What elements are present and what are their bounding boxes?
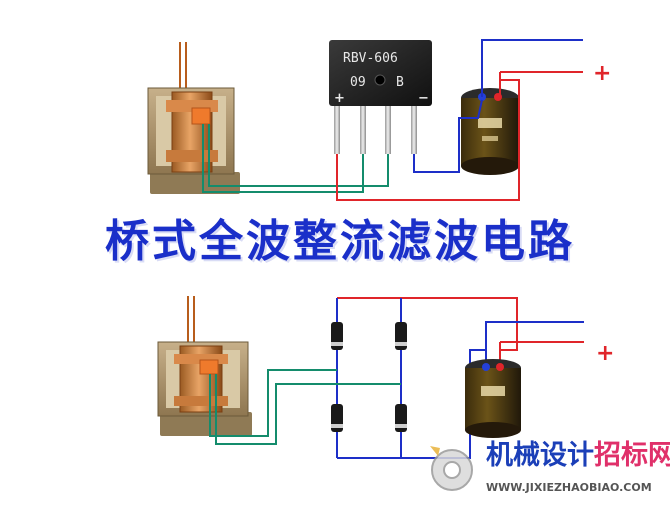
bridge-pin-minus bbox=[411, 106, 417, 154]
top-wiring bbox=[202, 39, 583, 201]
bridge-pin-ac2 bbox=[385, 106, 391, 154]
diagram-title: 桥式全波整流滤波电路 bbox=[105, 216, 575, 267]
watermark-gear-logo bbox=[430, 446, 473, 491]
watermark-url: WWW.JIXIEZHAOBIAO.COM bbox=[486, 481, 652, 494]
bottom-plus-sign: + bbox=[596, 341, 614, 366]
bottom-negative-rail bbox=[337, 349, 487, 459]
top-transformer bbox=[147, 42, 240, 194]
bridge-plus-label: + bbox=[334, 91, 345, 106]
diode-2 bbox=[395, 322, 407, 350]
bottom-positive-rail bbox=[337, 297, 518, 368]
bridge-pin-ac1 bbox=[360, 106, 366, 154]
bottom-ac-wire-2 bbox=[215, 374, 401, 445]
bottom-negative-out bbox=[485, 321, 584, 350]
diode-1 bbox=[331, 322, 343, 350]
top-ac-wire-1 bbox=[202, 124, 364, 193]
bridge-minus-label: − bbox=[418, 91, 429, 106]
top-plus-sign: + bbox=[593, 61, 611, 86]
bridge-model-label: RBV-606 bbox=[343, 51, 398, 66]
top-negative-out bbox=[481, 39, 583, 97]
top-bridge-rectifier: RBV-606 09 B + − bbox=[329, 40, 432, 154]
diode-3 bbox=[331, 404, 343, 432]
bottom-capacitor bbox=[465, 359, 521, 438]
watermark-name-part2: 招标网 bbox=[594, 440, 670, 471]
bottom-diodes bbox=[331, 322, 407, 432]
diode-4 bbox=[395, 404, 407, 432]
top-negative-wire bbox=[413, 99, 483, 173]
bridge-pin-plus bbox=[334, 106, 340, 154]
watermark-site-name: 机械设计招标网 bbox=[486, 438, 670, 474]
top-capacitor bbox=[461, 88, 519, 175]
bottom-ac-wire-1 bbox=[209, 369, 337, 437]
bottom-transformer bbox=[157, 296, 252, 436]
bottom-wiring bbox=[209, 297, 584, 459]
top-ac-wire-2 bbox=[208, 124, 389, 187]
watermark-name-part1: 机械设计 bbox=[486, 440, 594, 471]
bridge-code2-label: B bbox=[396, 75, 404, 90]
bridge-code-label: 09 bbox=[350, 75, 366, 90]
